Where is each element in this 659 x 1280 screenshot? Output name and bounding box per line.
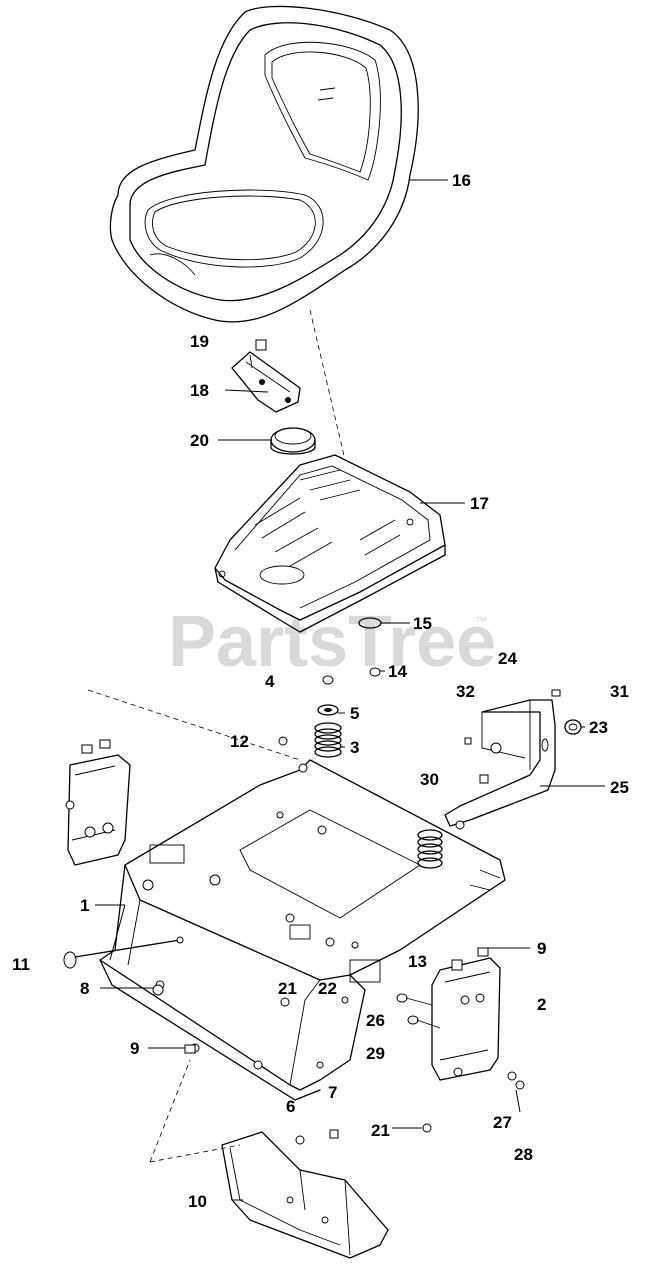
- callout-30: 30: [420, 770, 439, 789]
- callout-3: 3: [350, 738, 359, 757]
- callout-5: 5: [350, 704, 359, 723]
- callout-9b: 9: [130, 1039, 139, 1058]
- callout-21b: 21: [371, 1121, 390, 1140]
- spring-icon: [278, 722, 342, 758]
- hinge-bracket-icon: [65, 739, 131, 866]
- callout-16: 16: [452, 171, 471, 190]
- frame-icon: [87, 689, 506, 1101]
- callout-13: 13: [408, 952, 427, 971]
- seat-pan-icon: [214, 454, 446, 633]
- watermark: PartsTree: [168, 602, 496, 682]
- callout-6: 6: [286, 1097, 295, 1116]
- callout-10: 10: [188, 1192, 207, 1211]
- callout-19: 19: [190, 332, 209, 351]
- bracket-icon: [444, 689, 582, 830]
- callout-25: 25: [610, 778, 629, 797]
- right-bracket-icon: [396, 947, 525, 1133]
- callout-29: 29: [366, 1044, 385, 1063]
- callout-17: 17: [470, 494, 489, 513]
- callout-1: 1: [80, 896, 89, 915]
- leader-lines: [95, 179, 605, 1201]
- callout-8: 8: [80, 979, 89, 998]
- callout-23: 23: [589, 718, 608, 737]
- callout-2: 2: [537, 995, 546, 1014]
- callout-7: 7: [328, 1083, 337, 1102]
- callout-20: 20: [190, 431, 209, 450]
- callout-14: 14: [388, 662, 407, 681]
- callout-27: 27: [493, 1113, 512, 1132]
- adjust-knob-icon: [270, 427, 316, 455]
- callout-labels: 16 19 18 20 17 15 14 24 32 31 4 5 23 12 …: [12, 171, 629, 1211]
- callout-26: 26: [366, 1011, 385, 1030]
- watermark-trademark: ™: [475, 614, 487, 628]
- callout-15: 15: [413, 614, 432, 633]
- seat-bracket-icon: [231, 339, 301, 413]
- callout-4: 4: [265, 672, 275, 691]
- callout-28: 28: [514, 1145, 533, 1164]
- callout-31: 31: [610, 682, 629, 701]
- bottom-support-icon: [149, 1059, 389, 1259]
- callout-18: 18: [190, 381, 209, 400]
- callout-32: 32: [456, 682, 475, 701]
- frame-spring-icon: [417, 829, 443, 869]
- callout-22: 22: [318, 979, 337, 998]
- callout-12: 12: [230, 732, 249, 751]
- callout-11: 11: [12, 955, 30, 974]
- callout-21a: 21: [278, 979, 297, 998]
- seat-icon: [109, 5, 419, 461]
- bolt-icon: [63, 936, 196, 1054]
- callout-24: 24: [498, 649, 517, 668]
- callout-9a: 9: [537, 939, 546, 958]
